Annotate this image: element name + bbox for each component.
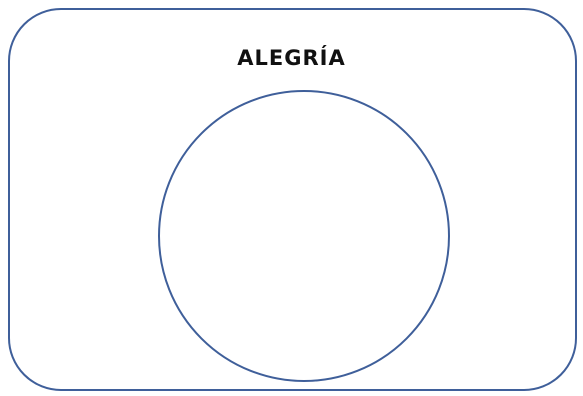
inner-circle xyxy=(158,90,450,382)
diagram-title: ALEGRÍA xyxy=(237,46,346,70)
